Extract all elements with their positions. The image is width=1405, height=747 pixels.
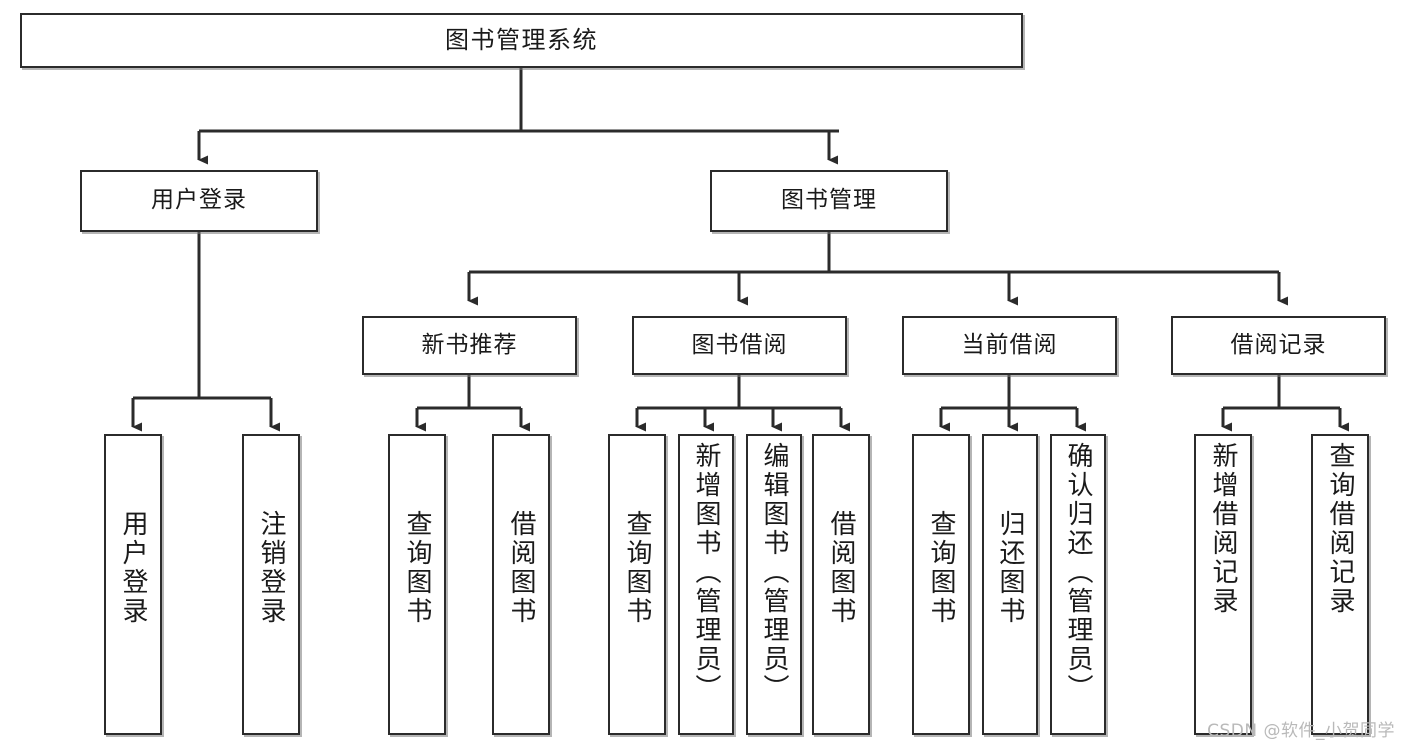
- node-label: 用户登录: [151, 187, 247, 214]
- node-label: 新增借阅记录: [1208, 442, 1238, 616]
- node-book-management[interactable]: 图书管理: [710, 170, 948, 232]
- leaf-add-book-admin[interactable]: 新增图书（管理员）: [678, 434, 734, 735]
- node-book-borrow[interactable]: 图书借阅: [632, 316, 847, 375]
- node-label: 图书借阅: [691, 331, 788, 358]
- node-root-book-management-system[interactable]: 图书管理系统: [20, 13, 1023, 68]
- node-label: 查询借阅记录: [1325, 442, 1355, 616]
- node-label: 借阅图书: [826, 510, 856, 626]
- node-label: 查询图书: [622, 510, 652, 626]
- node-label: 借阅记录: [1230, 331, 1327, 358]
- leaf-borrow-book-borrow[interactable]: 借阅图书: [812, 434, 870, 735]
- leaf-user-login[interactable]: 用户登录: [104, 434, 162, 735]
- node-label: 新增图书（管理员）: [691, 442, 721, 703]
- leaf-query-book-current[interactable]: 查询图书: [912, 434, 970, 735]
- leaf-query-borrow-record[interactable]: 查询借阅记录: [1311, 434, 1369, 735]
- node-label: 借阅图书: [506, 510, 536, 626]
- leaf-query-book-borrow[interactable]: 查询图书: [608, 434, 666, 735]
- node-borrow-record[interactable]: 借阅记录: [1171, 316, 1386, 375]
- node-current-borrow[interactable]: 当前借阅: [902, 316, 1117, 375]
- leaf-add-borrow-record[interactable]: 新增借阅记录: [1194, 434, 1252, 735]
- node-label: 新书推荐: [421, 331, 518, 358]
- leaf-borrow-book-recommendation[interactable]: 借阅图书: [492, 434, 550, 735]
- leaf-query-book-recommendation[interactable]: 查询图书: [388, 434, 446, 735]
- node-label: 归还图书: [995, 510, 1025, 626]
- leaf-edit-book-admin[interactable]: 编辑图书（管理员）: [746, 434, 802, 735]
- leaf-logout[interactable]: 注销登录: [242, 434, 300, 735]
- node-label: 确认归还（管理员）: [1063, 442, 1093, 703]
- node-label: 图书管理: [781, 187, 877, 214]
- node-label: 编辑图书（管理员）: [759, 442, 789, 703]
- leaf-confirm-return-admin[interactable]: 确认归还（管理员）: [1050, 434, 1106, 735]
- node-new-book-recommendation[interactable]: 新书推荐: [362, 316, 577, 375]
- node-user-login[interactable]: 用户登录: [80, 170, 318, 232]
- node-label: 注销登录: [256, 510, 286, 626]
- leaf-return-book[interactable]: 归还图书: [982, 434, 1038, 735]
- node-label: 用户登录: [118, 510, 148, 626]
- node-label: 图书管理系统: [445, 26, 598, 55]
- node-label: 当前借阅: [961, 331, 1058, 358]
- node-label: 查询图书: [926, 510, 956, 626]
- node-label: 查询图书: [402, 510, 432, 626]
- csdn-watermark: CSDN @软件_小贺同学: [1207, 721, 1395, 741]
